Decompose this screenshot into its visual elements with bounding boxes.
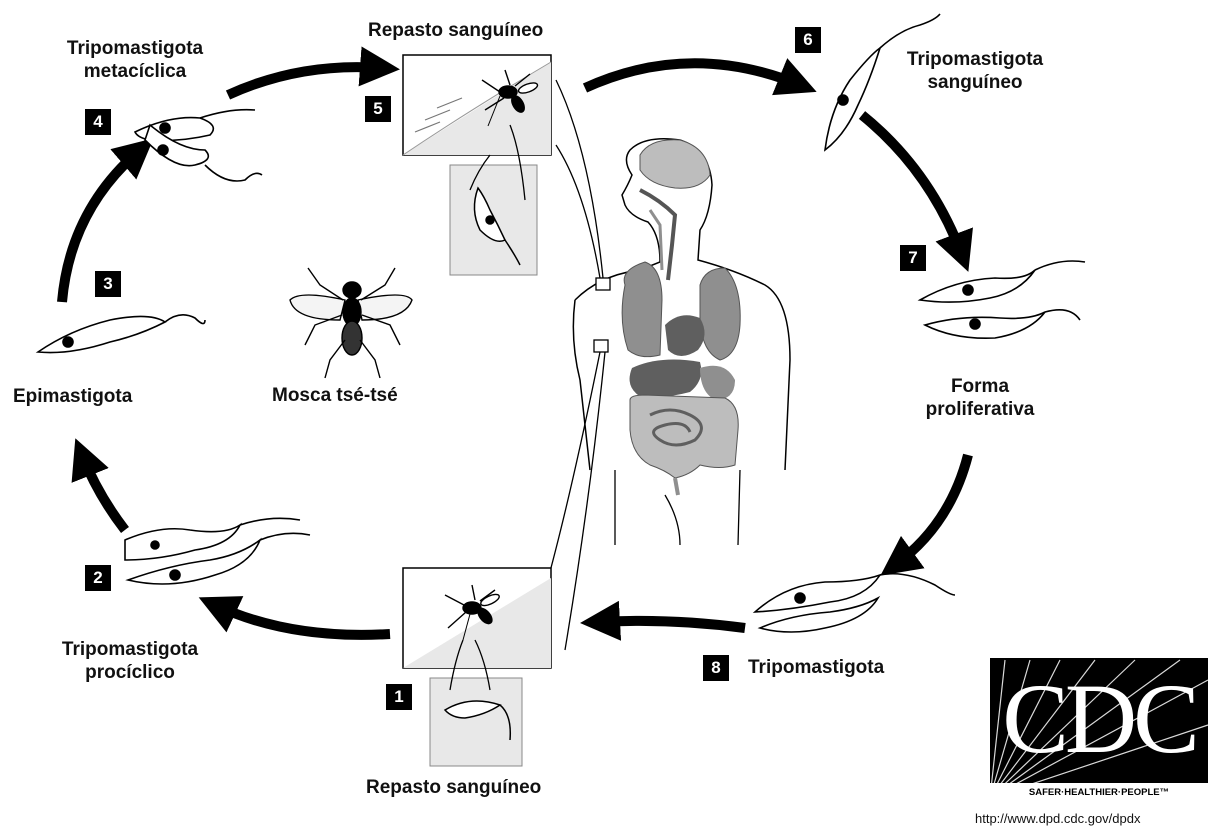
- stage-2-label-line-1: Tripomastigota: [30, 638, 230, 661]
- stage-8-number: 8: [703, 655, 729, 681]
- arrow-7-to-8: [895, 455, 968, 565]
- cdc-tagline: SAFER·HEALTHIER·PEOPLE™: [990, 787, 1208, 798]
- parasite-stage-2: [125, 518, 310, 584]
- parasite-stage-4: [135, 110, 262, 181]
- arrow-4-to-5: [228, 67, 382, 95]
- stage-6-label-line-1: Tripomastigota: [880, 48, 1070, 71]
- arrow-1-to-2: [215, 605, 390, 635]
- cdc-logo-text: CDC: [995, 664, 1203, 774]
- stage-5-number: 5: [365, 96, 391, 122]
- stage-7-label-line-2: proliferativa: [890, 398, 1070, 421]
- parasite-stage-8: [755, 574, 955, 632]
- lung-left: [622, 262, 662, 357]
- arrow-6-to-7: [862, 115, 962, 255]
- arrow-2-to-3: [82, 455, 125, 530]
- human-figure: [573, 139, 790, 545]
- arrow-5-to-6: [585, 63, 800, 88]
- stage-6-label: Tripomastigota sanguíneo: [880, 48, 1070, 94]
- intestines: [630, 395, 738, 478]
- parasite-stage-7: [920, 261, 1085, 338]
- lung-right: [700, 268, 740, 360]
- stage-1-label: Repasto sanguíneo: [366, 776, 541, 799]
- stomach: [700, 366, 735, 400]
- connector-lines: [545, 80, 605, 650]
- stage-4-label: Tripomastigota metacíclica: [40, 37, 230, 83]
- stage-1-number: 1: [386, 684, 412, 710]
- stage-7-number: 7: [900, 245, 926, 271]
- stage-2-label-line-2: procíclico: [30, 661, 230, 684]
- heart: [665, 315, 705, 356]
- stage-6-label-line-2: sanguíneo: [880, 71, 1070, 94]
- arrow-8-to-1: [598, 621, 745, 628]
- stage-5-label: Repasto sanguíneo: [368, 19, 543, 42]
- stage-4-number: 4: [85, 109, 111, 135]
- cdc-url: http://www.dpd.cdc.gov/dpdx: [975, 811, 1140, 826]
- stage-7-label: Forma proliferativa: [890, 375, 1070, 421]
- stage-3-number: 3: [95, 271, 121, 297]
- stage-2-number: 2: [85, 565, 111, 591]
- stage-3-label: Epimastigota: [13, 385, 132, 408]
- stage-4-label-line-2: metacíclica: [40, 60, 230, 83]
- stage-7-label-line-1: Forma: [890, 375, 1070, 398]
- stage-6-number: 6: [795, 27, 821, 53]
- brain: [640, 140, 710, 188]
- blood-meal-panel-top: [403, 55, 551, 275]
- parasite-stage-3: [38, 315, 205, 353]
- tsetse-fly-label: Mosca tsé-tsé: [272, 384, 398, 407]
- tsetse-fly-icon: [290, 268, 412, 378]
- stage-4-label-line-1: Tripomastigota: [40, 37, 230, 60]
- stage-2-label: Tripomastigota procíclico: [30, 638, 230, 684]
- liver: [630, 360, 702, 397]
- stage-8-label: Tripomastigota: [748, 656, 884, 679]
- blood-meal-panel-bottom: [403, 568, 551, 766]
